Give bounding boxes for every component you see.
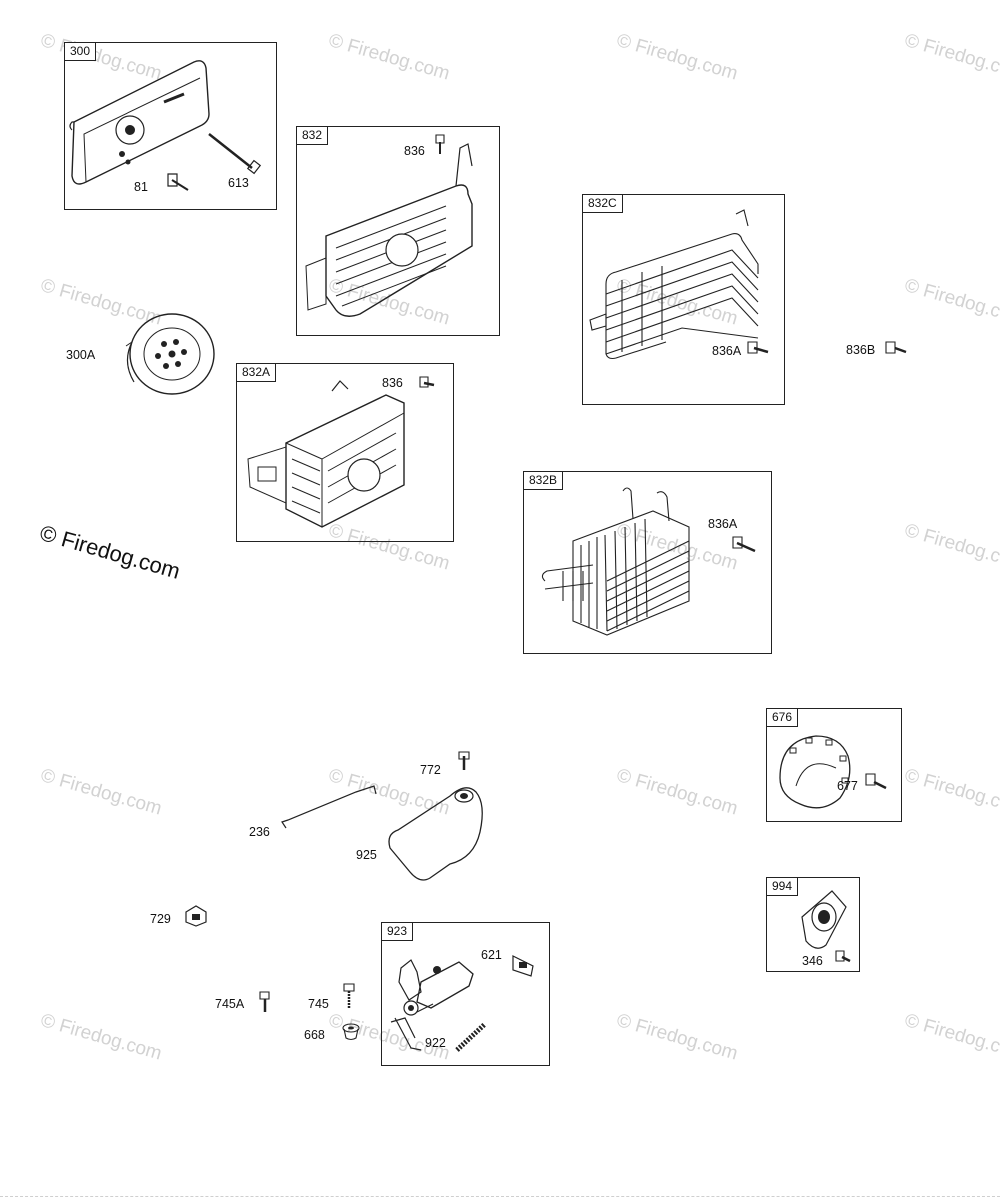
part-box-label: 832A — [236, 363, 277, 382]
part-label-922[interactable]: 922 — [425, 1036, 446, 1050]
muffler-illustration — [64, 42, 275, 208]
shield-676-illustration — [766, 708, 900, 820]
part-label-836b[interactable]: 836B — [846, 343, 876, 357]
heat-shield-832a-illustration — [236, 363, 452, 540]
clip-729-illustration — [182, 902, 210, 928]
bolt-836b-illustration — [884, 340, 908, 360]
heat-shield-832b-illustration — [523, 471, 770, 652]
part-label-836a[interactable]: 836A — [712, 344, 742, 358]
part-box-label: 923 — [381, 922, 414, 941]
part-box-label: 832B — [523, 471, 564, 490]
part-label-668[interactable]: 668 — [304, 1028, 325, 1042]
bottom-divider — [0, 1196, 1000, 1199]
nut-668-illustration — [340, 1020, 362, 1042]
watermark: © Firedog.com — [614, 1010, 741, 1065]
part-label-925[interactable]: 925 — [356, 848, 377, 862]
watermark: © Firedog.com — [902, 30, 1000, 85]
screw-745a-illustration — [258, 990, 272, 1014]
part-box-label: 832 — [296, 126, 329, 145]
main-watermark: © Firedog.com — [37, 520, 183, 584]
part-box-label: 994 — [766, 877, 799, 896]
part-box-832a[interactable]: 832A — [236, 363, 454, 542]
part-label-677[interactable]: 677 — [837, 779, 858, 793]
part-label-745a[interactable]: 745A — [215, 997, 245, 1011]
part-box-label: 832C — [582, 194, 623, 213]
part-box-832b[interactable]: 832B — [523, 471, 772, 654]
air-guide-925-illustration — [270, 752, 510, 886]
part-label-836a[interactable]: 836A — [708, 517, 738, 531]
watermark: © Firedog.com — [614, 30, 741, 85]
part-label-236[interactable]: 236 — [249, 825, 270, 839]
part-label-81[interactable]: 81 — [134, 180, 148, 194]
part-box-300[interactable]: 300 — [64, 42, 277, 210]
watermark: © Firedog.com — [902, 765, 1000, 820]
heat-shield-832-illustration — [296, 126, 498, 334]
screw-745-illustration — [342, 982, 358, 1010]
part-box-label: 676 — [766, 708, 799, 727]
part-label-745[interactable]: 745 — [308, 997, 329, 1011]
part-label-621[interactable]: 621 — [481, 948, 502, 962]
part-box-label: 300 — [64, 42, 97, 61]
part-label-836[interactable]: 836 — [382, 376, 403, 390]
part-box-832[interactable]: 832 — [296, 126, 500, 336]
part-label-346[interactable]: 346 — [802, 954, 823, 968]
part-label-729[interactable]: 729 — [150, 912, 171, 926]
muffler-300a-illustration — [112, 302, 222, 402]
part-label-613[interactable]: 613 — [228, 176, 249, 190]
watermark: © Firedog.com — [902, 1010, 1000, 1065]
part-box-676[interactable]: 676 — [766, 708, 902, 822]
part-label-300a[interactable]: 300A — [66, 348, 96, 362]
watermark: © Firedog.com — [38, 765, 165, 820]
part-box-832c[interactable]: 832C — [582, 194, 785, 405]
part-box-923[interactable]: 923 — [381, 922, 550, 1066]
shield-994-illustration — [766, 877, 858, 970]
part-label-772[interactable]: 772 — [420, 763, 441, 777]
watermark: © Firedog.com — [902, 520, 1000, 575]
governor-923-illustration — [381, 922, 548, 1064]
watermark: © Firedog.com — [38, 1010, 165, 1065]
watermark: © Firedog.com — [326, 30, 453, 85]
heat-shield-832c-illustration — [582, 194, 783, 403]
part-box-994[interactable]: 994 — [766, 877, 860, 972]
part-label-836[interactable]: 836 — [404, 144, 425, 158]
watermark: © Firedog.com — [614, 765, 741, 820]
watermark: © Firedog.com — [902, 275, 1000, 330]
